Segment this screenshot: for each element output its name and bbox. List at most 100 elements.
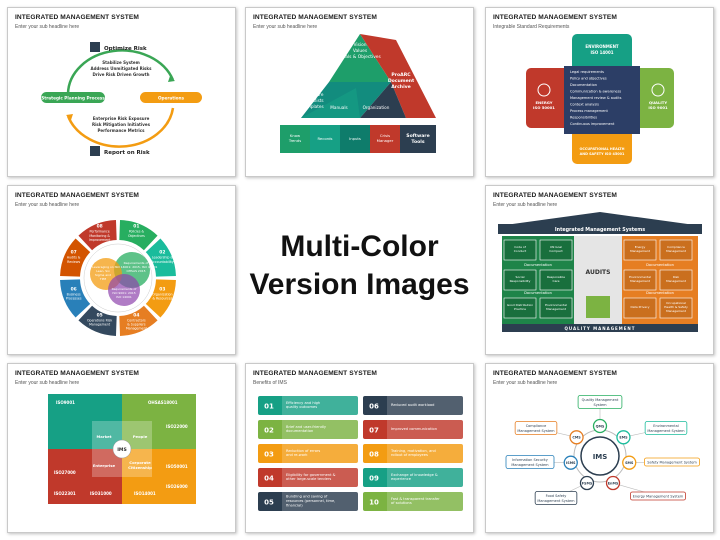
benefit-row bbox=[258, 468, 358, 487]
hub-node-abbr: SMS bbox=[625, 461, 634, 465]
hub-node bbox=[592, 418, 608, 434]
svg-text:Document: Document bbox=[388, 78, 415, 84]
slide-title: INTEGRATED MANAGEMENT SYSTEM bbox=[15, 14, 139, 21]
benefit-row bbox=[363, 420, 463, 439]
house-cell bbox=[539, 297, 573, 319]
house-cell bbox=[623, 239, 657, 261]
wheel-segment bbox=[60, 279, 91, 318]
hub-label-text: Management System bbox=[517, 429, 555, 433]
segment-label: Accountability bbox=[151, 260, 174, 264]
wheel-segment bbox=[119, 305, 158, 336]
slide-thumbnail-1[interactable]: INTEGRATED MANAGEMENT SYSTEM Enter your … bbox=[7, 7, 236, 177]
segment-label: & Resources bbox=[152, 297, 172, 301]
svg-text:Organization: Organization bbox=[363, 105, 390, 110]
top-label: Optimize Risk bbox=[104, 46, 147, 52]
hub-node-abbr: FSMS bbox=[582, 481, 593, 485]
svg-text:QUALITY: QUALITY bbox=[649, 100, 668, 105]
benefit-row bbox=[363, 468, 463, 487]
slide-thumbnail-9[interactable]: INTEGRATED MANAGEMENT SYSTEM Enter your … bbox=[485, 363, 714, 533]
hub-label-box bbox=[629, 491, 686, 501]
house-cell-label: Responsibility bbox=[510, 279, 531, 283]
svg-text:ISO 14001: 2015, ISO 45001: ISO 14001: 2015, ISO 45001 bbox=[115, 265, 158, 269]
svg-text:Market: Market bbox=[96, 434, 111, 439]
segment-number: 06 bbox=[71, 286, 77, 292]
svg-text:Enterprise Risk Exposure: Enterprise Risk Exposure bbox=[93, 116, 150, 121]
slide-title: INTEGRATED MANAGEMENT SYSTEM bbox=[493, 370, 617, 377]
hub-label-text: Safety Management System bbox=[647, 460, 697, 464]
svg-text:Goals & Objectives: Goals & Objectives bbox=[339, 54, 381, 60]
hub-node bbox=[569, 430, 584, 445]
segment-label: Audits & bbox=[67, 256, 81, 260]
hub-label-text: Environmental bbox=[653, 424, 678, 428]
benefit-text: Reduction of errors bbox=[286, 449, 320, 453]
slide-thumbnail-7[interactable]: INTEGRATED MANAGEMENT SYSTEM Enter your … bbox=[7, 363, 236, 533]
segment-number: 04 bbox=[133, 312, 139, 318]
svg-text:Procedure: Procedure bbox=[302, 92, 323, 97]
hub-label-text: Quality Management bbox=[582, 398, 619, 402]
svg-text:Context analysis: Context analysis bbox=[570, 103, 599, 107]
benefit-row bbox=[363, 444, 463, 463]
hub-node bbox=[579, 475, 595, 491]
wheel-segment bbox=[145, 238, 176, 277]
benefit-text: Training, motivation, and bbox=[390, 449, 436, 453]
house-cell-label: Compact bbox=[549, 249, 563, 253]
svg-text:Strategic Planning Process: Strategic Planning Process bbox=[41, 96, 105, 101]
house-cell-label: UN Goal bbox=[550, 245, 562, 249]
house-cell-label: Occupational bbox=[666, 301, 686, 305]
report-icon bbox=[90, 146, 100, 156]
wheel-segment bbox=[119, 220, 158, 251]
benefit-number: 03 bbox=[264, 451, 274, 459]
svg-text:Requirements of: Requirements of bbox=[112, 287, 138, 291]
svg-text:Manager: Manager bbox=[377, 138, 394, 143]
benefit-number: 10 bbox=[369, 499, 379, 507]
slide-thumbnail-3[interactable]: INTEGRATED MANAGEMENT SYSTEM Integrable … bbox=[485, 7, 714, 177]
hub-label-box bbox=[577, 395, 623, 409]
segment-label: Contractors bbox=[127, 318, 146, 322]
svg-text:Leveraging on: Leveraging on bbox=[92, 265, 113, 269]
segment-number: 05 bbox=[97, 312, 103, 318]
svg-text:ISO 9001: 2015: ISO 9001: 2015 bbox=[112, 291, 135, 295]
slide-subtitle: Enter your sub headline here bbox=[493, 380, 558, 386]
hub-node bbox=[563, 455, 578, 470]
svg-text:ProARC: ProARC bbox=[391, 72, 411, 78]
wheel-segment bbox=[145, 279, 176, 318]
benefit-text: and re-work bbox=[286, 453, 308, 457]
benefit-text: of solutions bbox=[391, 501, 412, 505]
benefit-row bbox=[258, 444, 358, 463]
house-cell-label: Practice bbox=[514, 307, 526, 311]
house-cell-label: Code of bbox=[514, 245, 526, 249]
svg-text:ISO 9001: ISO 9001 bbox=[648, 105, 668, 110]
house-cell-label: Management bbox=[666, 249, 687, 253]
slide-title: INTEGRATED MANAGEMENT SYSTEM bbox=[15, 370, 139, 377]
slide-title: INTEGRATED MANAGEMENT SYSTEM bbox=[253, 370, 377, 377]
energy-icon bbox=[537, 83, 551, 97]
hub-node-abbr: ISMS bbox=[566, 461, 576, 465]
optimize-icon bbox=[90, 42, 100, 52]
hub-label-text: Management System bbox=[647, 429, 685, 433]
hub-label-text: Management System bbox=[511, 463, 549, 467]
house-cell-label: Data Privacy bbox=[631, 305, 650, 309]
quality-icon bbox=[651, 83, 665, 97]
slide-subtitle: Enter your sub headline here bbox=[15, 202, 80, 208]
svg-text:Vision: Vision bbox=[353, 42, 366, 48]
slide-thumbnail-6[interactable]: INTEGRATED MANAGEMENT SYSTEM Enter your … bbox=[485, 185, 714, 355]
house-cell-label: Management bbox=[666, 309, 687, 313]
house-cell-label: Management bbox=[630, 279, 651, 283]
benefit-text: Improved communication bbox=[391, 427, 437, 431]
svg-text:Citizenship: Citizenship bbox=[128, 465, 152, 470]
svg-text:Drive Risk Driven Growth: Drive Risk Driven Growth bbox=[93, 72, 150, 77]
segment-label: Processes bbox=[66, 297, 82, 301]
hub-node-abbr: QMS bbox=[596, 424, 605, 428]
slide-thumbnail-4[interactable]: INTEGRATED MANAGEMENT SYSTEM Enter your … bbox=[7, 185, 236, 355]
svg-text:ISO22301: ISO22301 bbox=[54, 491, 76, 496]
benefit-row bbox=[258, 420, 358, 439]
benefit-text: Exchange of knowledge & bbox=[391, 473, 438, 477]
svg-text:Documentation: Documentation bbox=[570, 83, 597, 87]
ims-house-diagram: Integrated Management Systems AUDITS QUA… bbox=[498, 212, 702, 332]
slide-thumbnail-2[interactable]: INTEGRATED MANAGEMENT SYSTEM Enter your … bbox=[245, 7, 474, 177]
slide-thumbnail-8[interactable]: INTEGRATED MANAGEMENT SYSTEM Benefits of… bbox=[245, 363, 474, 533]
svg-text:ISO9001: ISO9001 bbox=[56, 400, 75, 405]
hub-label: IMS bbox=[593, 453, 608, 461]
